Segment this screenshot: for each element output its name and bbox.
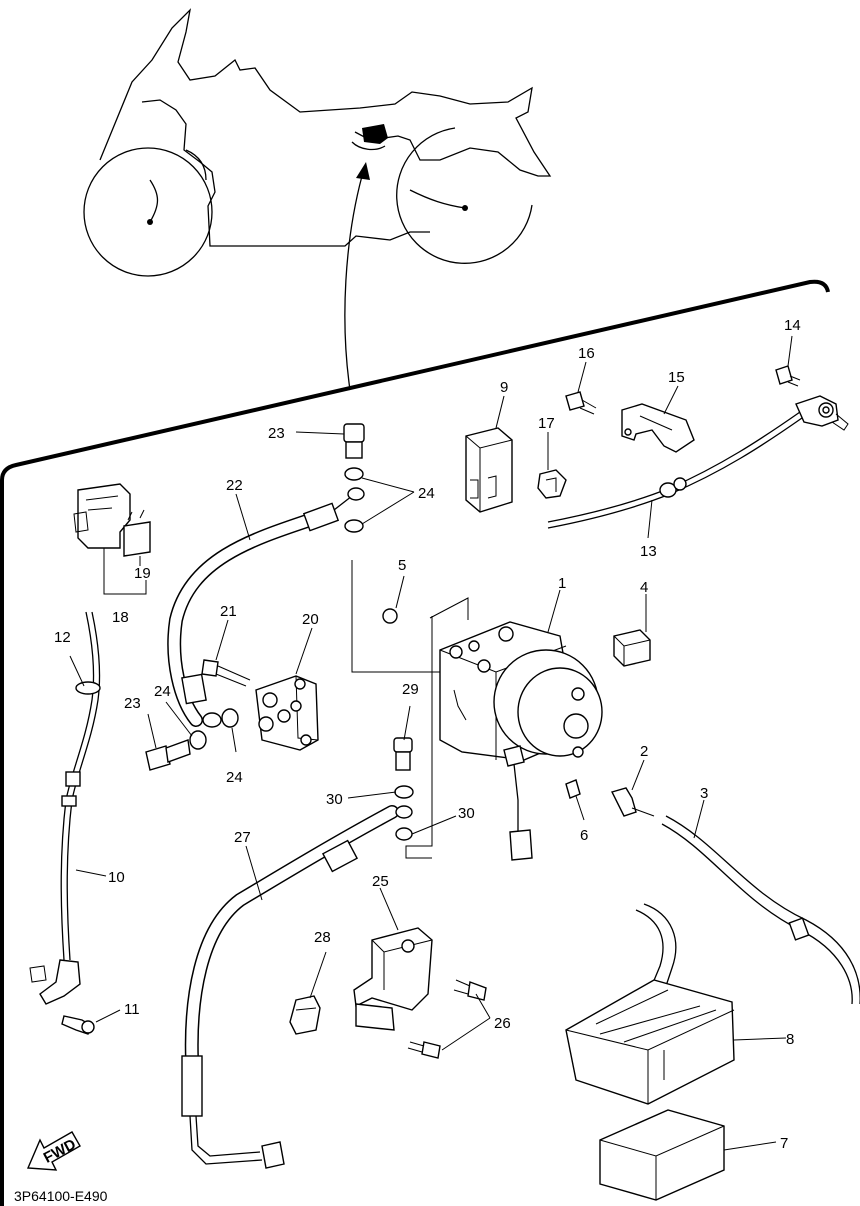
detail-frame [0,279,830,1206]
callout-22: 22 [226,477,243,494]
callout-21: 21 [220,603,237,620]
part-9-relay [465,427,513,513]
callout-30-left: 30 [326,791,343,808]
callout-2: 2 [640,743,648,760]
callout-20: 20 [302,611,319,628]
callout-27: 27 [234,829,251,846]
callout-6: 6 [580,827,588,844]
diagram-code: 3P64100-E490 [14,1188,108,1204]
part-28-clamp [289,995,321,1035]
callout-28: 28 [314,929,331,946]
callout-9: 9 [500,379,508,396]
part-13-rear-wheel-sensor [547,365,849,529]
parts-4-5-6 [565,629,651,799]
fwd-arrow-icon: FWD [26,1131,81,1171]
callout-24-top: 24 [418,485,435,502]
callout-24-left: 24 [154,683,171,700]
callout-1: 1 [558,575,566,592]
callout-3: 3 [700,785,708,802]
callout-11: 11 [124,1001,140,1018]
part-10-front-wheel-sensor [29,611,101,1035]
callout-30-right: 30 [458,805,475,822]
callout-26: 26 [494,1015,511,1032]
callout-4: 4 [640,579,648,596]
part-15-bracket [565,391,695,453]
part-18-relay-assembly [73,483,151,595]
callout-24-bottom: 24 [226,769,243,786]
motorcycle-silhouette [83,8,552,391]
callout-13: 13 [640,543,657,560]
callout-labels: 1 2 3 4 5 6 7 8 9 10 11 12 13 14 15 16 1… [54,317,801,1152]
callout-12: 12 [54,629,71,646]
callout-5: 5 [398,557,406,574]
callout-23-top: 23 [268,425,285,442]
union-bolts-and-washers [145,423,365,771]
callout-15: 15 [668,369,685,386]
callout-8: 8 [786,1031,794,1048]
callout-18: 18 [112,609,129,626]
part-17-clamp [537,469,567,499]
part-22-brake-hose [167,487,365,728]
part-1-hydraulic-unit [351,560,603,861]
part-25-bracket [353,927,487,1059]
leader-lines [69,335,793,1151]
callout-19: 19 [134,565,151,582]
callout-16: 16 [578,345,595,362]
part-8-ecu [565,903,735,1201]
part-20-joint [255,675,319,751]
part-3-breather-hose [610,787,860,1005]
callout-29: 29 [402,681,419,698]
callout-23-left: 23 [124,695,141,712]
callout-10: 10 [108,869,125,886]
callout-17: 17 [538,415,555,432]
callout-14: 14 [784,317,801,334]
callout-25: 25 [372,873,389,890]
callout-7: 7 [780,1135,788,1152]
part-27-brake-hose [181,737,414,1169]
